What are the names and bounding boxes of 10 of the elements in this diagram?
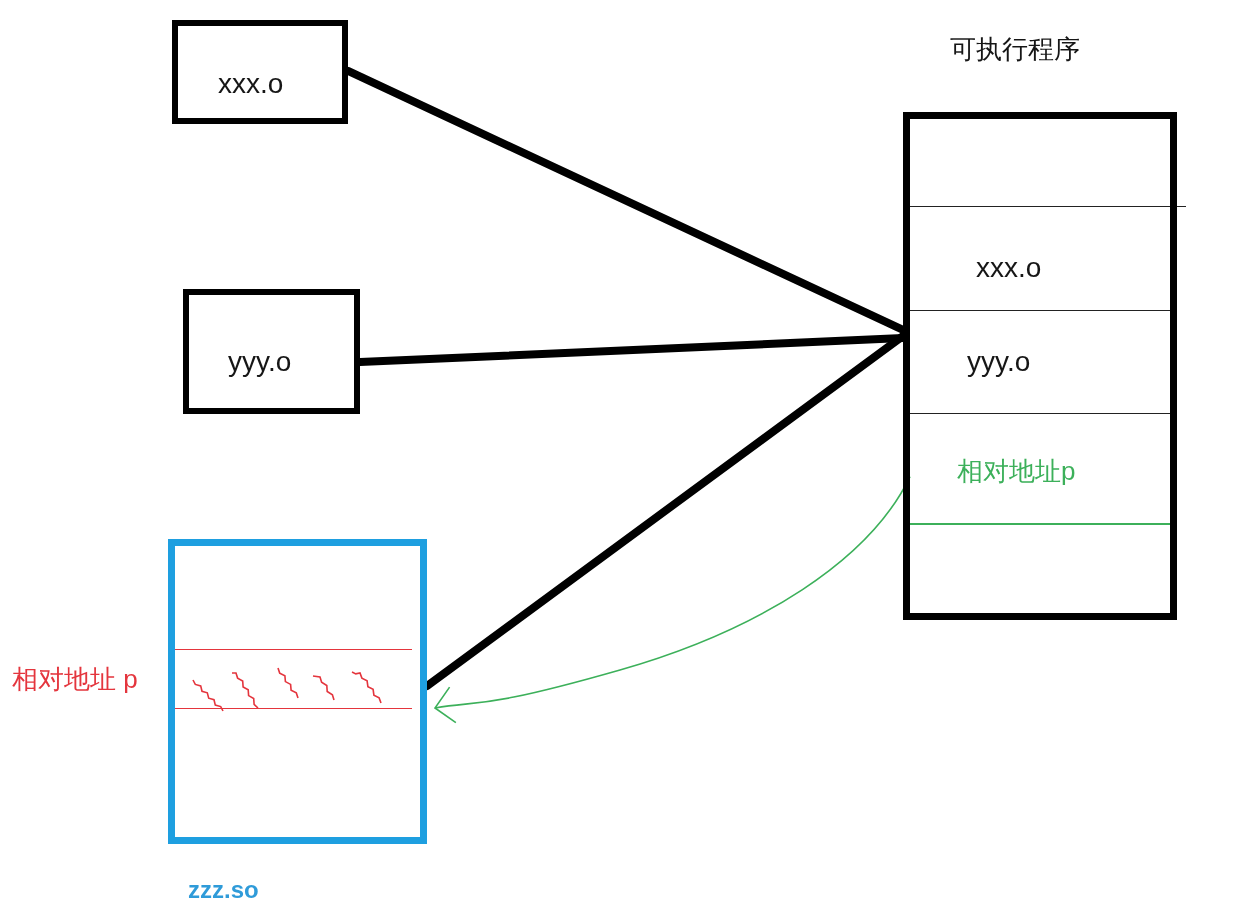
cell-label: xxx.o	[976, 251, 1042, 285]
band-label: 相对地址 p	[12, 663, 138, 696]
box-title: 可执行程序	[950, 34, 1080, 66]
file-box	[183, 289, 360, 414]
cell-label: yyy.o	[967, 345, 1031, 379]
box-label: yyy.o	[228, 345, 292, 379]
box-label: xxx.o	[218, 67, 284, 101]
cell-label: 相对地址p	[957, 456, 1076, 488]
file-box	[172, 20, 348, 124]
box-caption: zzz.so	[188, 875, 259, 905]
